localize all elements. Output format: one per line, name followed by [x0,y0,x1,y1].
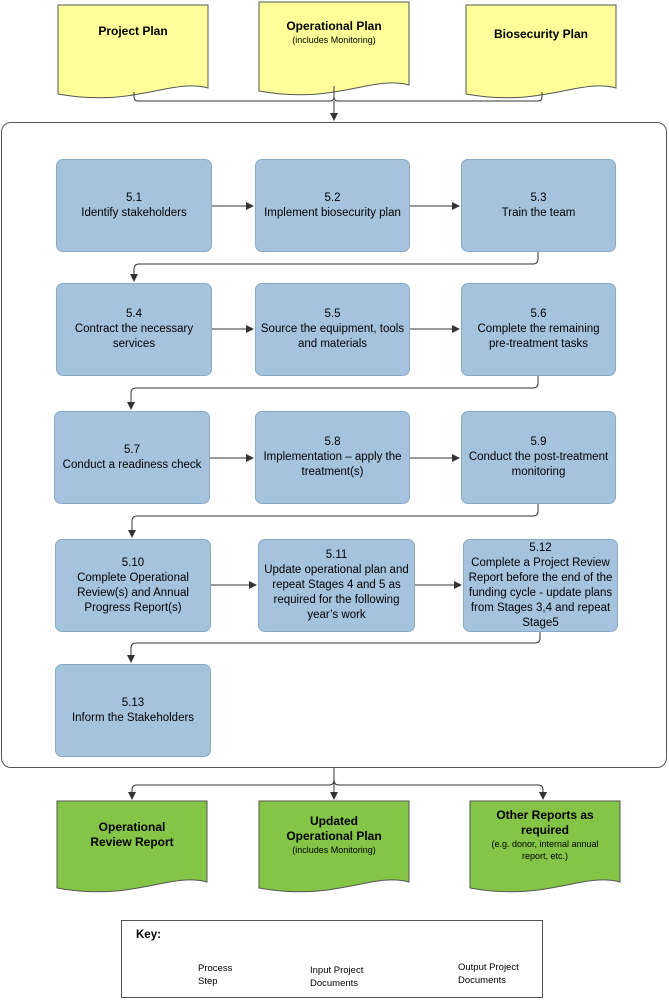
step-label: Conduct the post-treatment monitoring [468,451,609,478]
output-doc-operational-review: Operational Review Report [57,808,207,850]
key-title: Key: [136,929,161,941]
output-doc-shape [56,800,208,893]
step-label: Train the team [501,206,576,219]
doc-subtitle: (includes Monitoring) [292,35,376,45]
process-step-5-1: 5.1 Identify stakeholders [56,159,212,252]
process-step-5-9: 5.9 Conduct the post-treatment monitorin… [461,411,616,504]
process-step-5-2: 5.2 Implement biosecurity plan [255,159,410,252]
input-doc-shape [57,4,209,99]
step-number: 5.7 [124,443,140,456]
process-step-5-13: 5.13 Inform the Stakeholders [55,664,211,757]
process-step-5-5: 5.5 Source the equipment, tools and mate… [255,283,410,376]
step-label: Update operational plan and repeat Stage… [264,564,409,621]
legend-key: Key: Process Step Input Project Document… [121,920,543,998]
step-number: 5.8 [324,436,341,448]
step-number: 5.11 [325,549,348,561]
step-number: 5.12 [529,541,552,554]
process-step-5-8: 5.8 Implementation – apply the treatment… [255,411,410,504]
key-label-output-docs: Output Project Documents [458,962,519,986]
doc-title: Other Reports as required [496,808,594,837]
step-number: 5.5 [324,308,341,320]
step-number: 5.1 [126,191,142,204]
step-number: 5.9 [530,436,547,448]
input-doc-shape [258,1,410,96]
process-step-5-4: 5.4 Contract the necessary services [56,283,212,376]
input-doc-operational-plan: Operational Plan (includes Monitoring) [259,7,409,46]
output-doc-updated-plan: Updated Operational Plan (includes Monit… [259,802,409,856]
doc-subtitle: (e.g. donor, internal annual report, etc… [491,839,599,861]
doc-title: Operational Review Report [90,820,174,849]
output-doc-shape [258,800,410,893]
step-number: 5.3 [530,191,547,204]
process-step-5-3: 5.3 Train the team [461,159,616,252]
step-number: 5.2 [324,191,341,204]
process-container [1,122,667,768]
process-step-5-6: 5.6 Complete the remaining pre-treatment… [461,283,616,376]
step-label: Conduct a readiness check [62,458,202,471]
step-label: Inform the Stakeholders [71,711,195,724]
doc-title: Biosecurity Plan [493,27,589,41]
key-label-input-docs: Input Project Documents [310,965,364,989]
key-label-process-step: Process Step [198,963,233,987]
step-number: 5.10 [121,556,145,569]
process-step-5-12: 5.12 Complete a Project Review Report be… [463,539,618,632]
process-step-5-7: 5.7 Conduct a readiness check [54,411,210,504]
step-label: Contract the necessary services [74,323,194,350]
output-doc-other-reports: Other Reports as required (e.g. donor, i… [470,796,620,862]
doc-title: Updated Operational Plan [286,814,382,843]
doc-subtitle: (includes Monitoring) [292,845,376,855]
process-step-5-11: 5.11 Update operational plan and repeat … [258,539,415,632]
step-label: Source the equipment, tools and material… [260,323,405,350]
input-doc-biosecurity-plan: Biosecurity Plan [466,15,616,42]
step-label: Implementation – apply the treatment(s) [263,451,402,478]
step-label: Implement biosecurity plan [264,206,401,219]
step-label: Complete the remaining pre-treatment tas… [477,323,600,350]
step-label: Complete a Project Review Report before … [468,556,613,629]
step-label: Complete Operational Review(s) and Annua… [77,571,189,614]
doc-title: Operational Plan [286,19,382,33]
doc-title: Project Plan [98,24,168,38]
output-doc-shape [469,800,621,893]
step-number: 5.6 [530,308,547,320]
step-number: 5.13 [121,696,145,709]
step-label: Identify stakeholders [81,206,187,219]
step-number: 5.4 [126,308,142,320]
process-step-5-10: 5.10 Complete Operational Review(s) and … [55,539,211,632]
input-doc-shape [465,4,617,99]
input-doc-project-plan: Project Plan [58,12,208,39]
